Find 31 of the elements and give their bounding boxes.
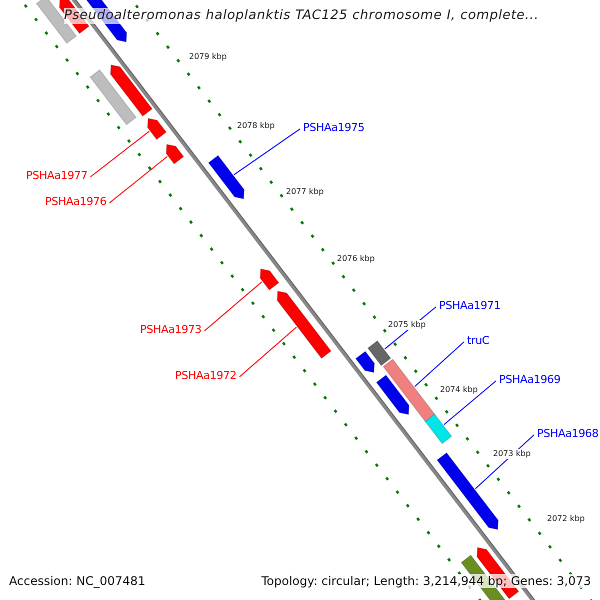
leader-line [443, 380, 496, 426]
leader-line [90, 130, 150, 178]
gene-label: truC [467, 334, 490, 348]
gene-block [367, 340, 392, 366]
leader-line [234, 128, 300, 176]
gene-block [147, 118, 167, 140]
title: Pseudoalteromonas haloplanktis TAC125 chromosome I, complete... [64, 8, 539, 24]
leader-line [238, 326, 297, 378]
leader-line [204, 281, 262, 332]
footer-text: Topology: circular; Length: 3,214,944 bp; Genes: 3,073 [261, 574, 591, 588]
scale-label: 2072 kbp [547, 514, 585, 524]
gene-label: PSHAa1969 [499, 373, 560, 386]
gene-label: PSHAa1968 [537, 427, 598, 440]
gene-label: PSHAa1977 [26, 169, 88, 182]
gene-label: PSHAa1973 [140, 323, 202, 336]
gene-block [208, 154, 245, 200]
gene-label: PSHAa1975 [303, 121, 364, 134]
gene-block [424, 413, 452, 444]
gene-label: PSHAa1976 [45, 195, 106, 208]
leader-line [108, 156, 168, 204]
scale-label: 2077 kbp [286, 187, 324, 197]
gene-label: PSHAa1972 [175, 369, 236, 382]
gene-block [276, 290, 332, 360]
leader-line [414, 341, 464, 387]
gene-block [260, 268, 280, 291]
scale-label: 2079 kbp [189, 52, 227, 62]
gene-block [166, 144, 184, 165]
footer-text: Accession: NC_007481 [9, 574, 146, 588]
scale-label: 2073 kbp [493, 449, 531, 459]
gene-block [382, 358, 436, 423]
gene-label: PSHAa1971 [439, 299, 500, 312]
